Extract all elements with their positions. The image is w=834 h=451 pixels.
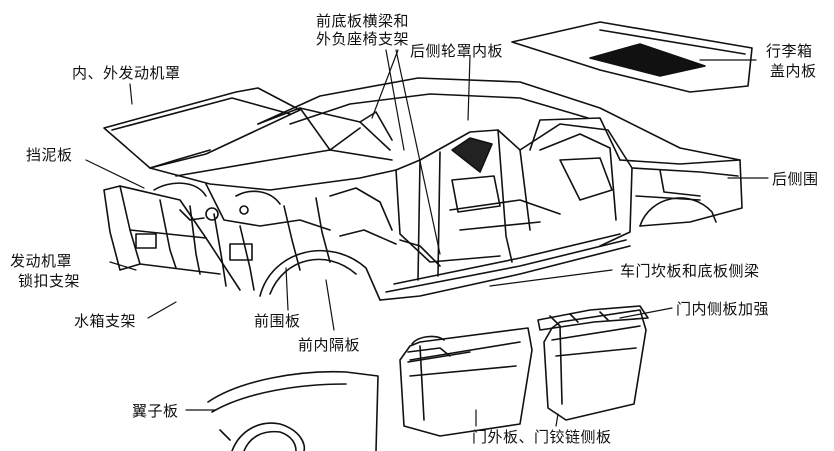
label-front-floor-crossmember-2: 外负座椅支架 [316,30,410,48]
fender-panel [207,370,379,451]
label-door-inner-reinforcement: 门内侧板加强 [676,300,770,318]
trunk-lid-inner-panel [511,21,753,93]
label-rear-quarter: 后侧围 [772,170,819,188]
label-radiator-support: 水箱支架 [74,312,137,330]
front-door-outer-panel [399,327,533,437]
label-hood-latch-2: 锁扣支架 [18,272,81,290]
label-front-floor-crossmember-1: 前底板横梁和 [316,12,410,30]
car-body-shell [103,77,743,301]
label-fender: 翼子板 [132,402,179,420]
hood-panel [103,87,301,169]
rear-door-outer-panel [543,309,647,421]
label-mudguard: 挡泥板 [26,146,73,164]
label-rocker-side-rail: 车门坎板和底板侧梁 [620,262,760,280]
leader-lines [85,49,769,427]
label-door-outer-hinge: 门外板、门铰链侧板 [472,428,612,446]
label-trunk-lid-inner-1: 行李箱 [766,42,813,60]
door-inner-reinforcement [537,305,649,331]
label-hood-panels: 内、外发动机罩 [72,64,181,82]
label-rear-wheelhouse-inner: 后侧轮罩内板 [410,42,504,60]
label-front-inner-bulkhead: 前内隔板 [298,336,361,354]
label-front-panel: 前围板 [254,312,301,330]
label-hood-latch-1: 发动机罩 [10,252,73,270]
label-trunk-lid-inner-2: 盖内板 [770,62,817,80]
